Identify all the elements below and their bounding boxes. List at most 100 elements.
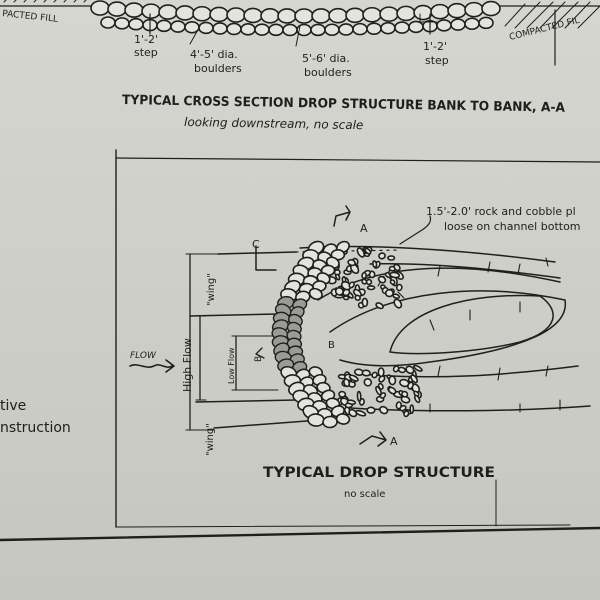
boulder: [240, 23, 256, 36]
boulder: [361, 369, 371, 377]
left-margin-line-1: tive: [0, 398, 26, 414]
step-left-label: step: [134, 46, 158, 59]
boulder: [388, 375, 397, 386]
high-flow-label: High Flow: [181, 338, 194, 392]
boulder: [372, 260, 378, 268]
section-a-top-label: A: [360, 222, 368, 235]
step-left-dimension: 1'-2': [134, 33, 158, 46]
boulder: [342, 288, 351, 297]
left-margin-line-2: nstruction: [0, 420, 71, 436]
compacted-fill-right-label: COMPACTED FIL: [508, 16, 580, 43]
boulder: [447, 2, 467, 19]
boulder: [361, 271, 367, 280]
boulder: [328, 7, 348, 24]
compacted-fill-left-label: PACTED FILL: [2, 9, 59, 25]
boulder: [243, 7, 263, 24]
section-b-inner-label: B: [254, 356, 264, 362]
boulder: [403, 410, 410, 418]
boulder: [389, 271, 401, 279]
boulder: [268, 23, 284, 37]
compacted-fill-right-hatch: [499, 1, 600, 29]
drop-structure-plan: [129, 205, 591, 447]
step-right-dimension: 1'-2': [423, 40, 447, 53]
boulder: [198, 21, 214, 35]
boulder: [410, 374, 419, 384]
wing-top-label: "wing": [206, 273, 217, 306]
boulder: [90, 0, 110, 16]
boulder: [388, 265, 396, 272]
boulder: [212, 22, 228, 35]
boulder: [170, 20, 186, 33]
boulder: [100, 16, 116, 29]
boulder: [311, 8, 331, 24]
boulder: [379, 6, 399, 22]
boulders-large-size: 5'-6' dia.: [302, 52, 350, 65]
boulder: [282, 23, 298, 37]
drop-structure-title: TYPICAL DROP STRUCTURE: [263, 465, 495, 481]
boulder: [114, 17, 130, 30]
boulder: [366, 22, 382, 35]
boulder: [375, 302, 384, 310]
cross-section-boulders: [90, 0, 501, 37]
flow-label: FLOW: [130, 351, 157, 361]
boulders-small-size: 4'-5' dia.: [190, 48, 238, 61]
boulder: [384, 288, 394, 298]
section-c-label: C: [252, 238, 260, 251]
boulder: [124, 2, 144, 18]
boulder: [389, 279, 396, 286]
boulder: [355, 409, 367, 417]
boulder: [310, 23, 326, 37]
boulder: [107, 1, 127, 17]
boulder: [226, 7, 246, 23]
boulder: [338, 390, 347, 398]
boulder: [377, 367, 385, 378]
boulder: [371, 371, 378, 379]
boulder: [175, 5, 195, 21]
boulder: [413, 4, 433, 21]
boulder: [379, 405, 389, 415]
rock-cobble-note-line-2: loose on channel bottom: [444, 220, 581, 233]
boulder: [366, 285, 376, 291]
boulder: [405, 365, 415, 375]
boulder: [348, 374, 359, 382]
boulder: [413, 390, 420, 397]
boulder: [379, 392, 387, 399]
boulder: [192, 5, 212, 22]
boulder: [409, 404, 415, 414]
boulder: [436, 19, 452, 32]
boulder: [413, 364, 423, 372]
step-right-label: step: [425, 54, 449, 67]
boulder: [378, 252, 386, 260]
boulders-large-label: boulders: [304, 66, 352, 79]
boulder: [356, 390, 362, 402]
boulder: [352, 22, 368, 36]
boulder: [158, 4, 178, 20]
cross-section-title: TYPICAL CROSS SECTION DROP STRUCTURE BAN…: [122, 93, 565, 116]
boulder: [324, 23, 340, 37]
boulder: [277, 8, 297, 24]
boulder: [397, 366, 407, 374]
boulder: [334, 287, 344, 296]
boulder: [346, 399, 357, 405]
wing-bottom-label: "wing": [205, 423, 216, 456]
boulder: [478, 16, 494, 30]
boulder: [128, 17, 144, 31]
boulder: [401, 390, 409, 398]
boulder: [364, 247, 372, 255]
boulder: [345, 7, 365, 24]
drop-structure-subtitle: no scale: [344, 489, 385, 500]
boulder: [352, 288, 362, 298]
boulder: [338, 23, 354, 36]
rock-cobble-note-line-1: 1.5'-2.0' rock and cobble pl: [426, 205, 576, 218]
boulder: [260, 7, 280, 24]
boulder: [226, 22, 242, 36]
boulder: [387, 386, 397, 395]
boulder: [308, 287, 323, 300]
boulder: [322, 415, 338, 429]
boulder: [209, 6, 229, 23]
boulder: [450, 18, 466, 31]
boulder: [356, 247, 366, 258]
boulder: [407, 381, 414, 390]
